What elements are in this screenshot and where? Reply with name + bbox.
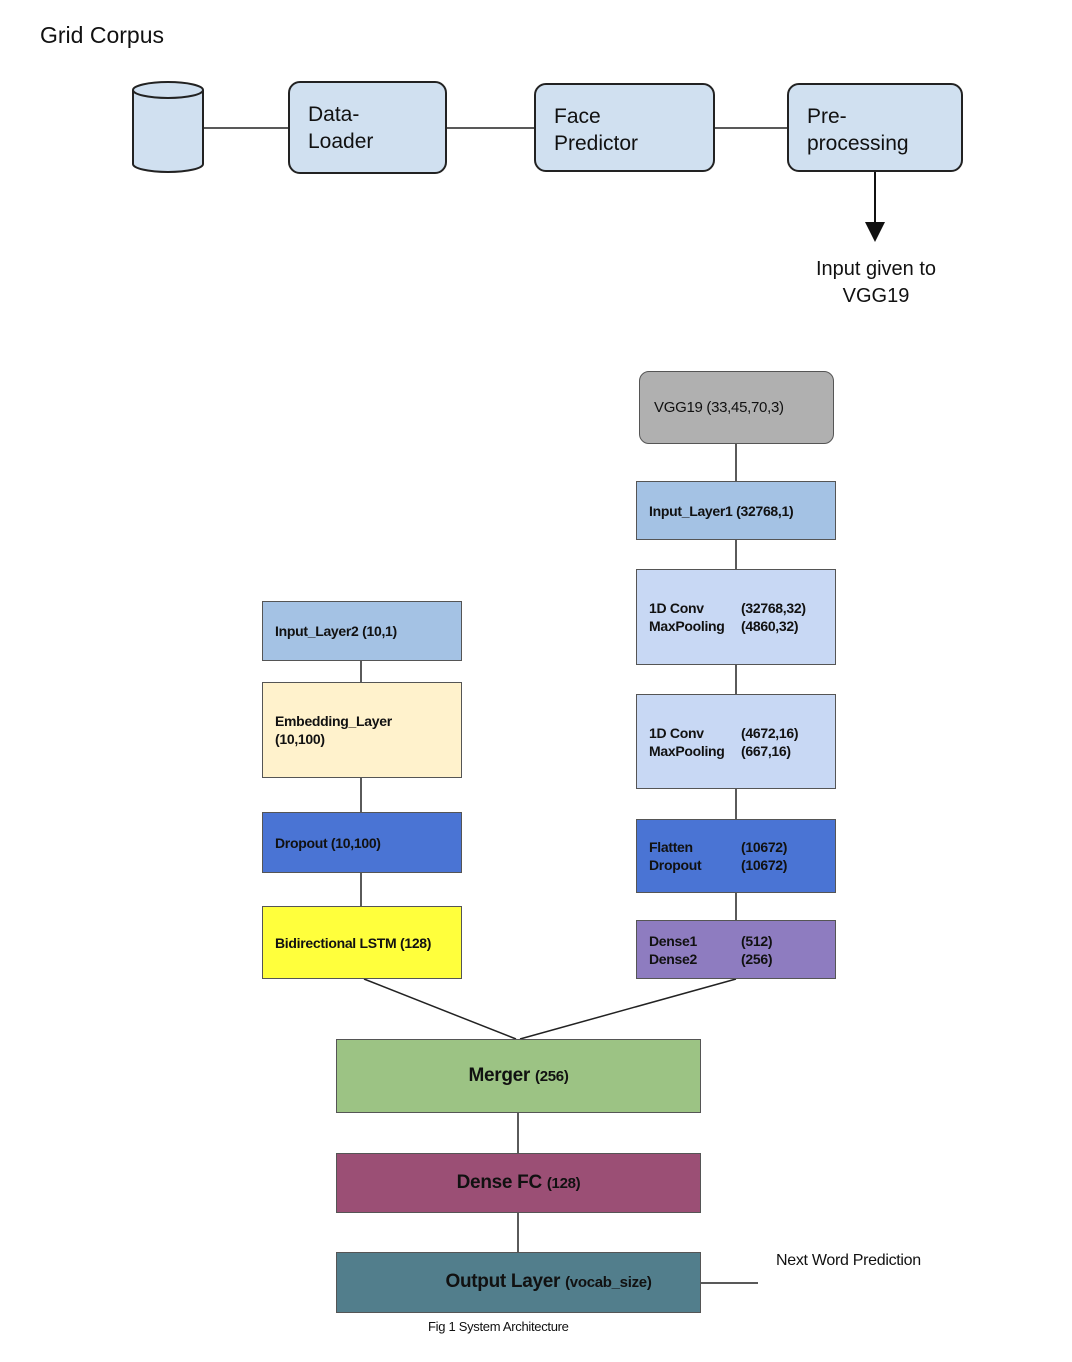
merger-node: Merger (256) — [336, 1039, 701, 1113]
dense-fc-size: (128) — [546, 1174, 581, 1192]
face-predictor-line2: Predictor — [554, 132, 639, 155]
dense2-layer: Dense2 — [649, 950, 698, 967]
merger-label: Merger — [468, 1064, 531, 1086]
dropout-shape: (10672) — [741, 857, 788, 873]
input-layer1-node: Input_Layer1 (32768,1) — [636, 481, 836, 540]
input-layer1-label: Input_Layer1 (32768,1) — [649, 502, 794, 519]
dropout-layer: Dropout — [649, 857, 702, 873]
conv-block1-row1-shape: (32768,32) — [741, 600, 806, 616]
preprocessing-line1: Pre- — [807, 105, 847, 128]
dense-fc-node: Dense FC (128) — [336, 1153, 701, 1213]
vgg19-node: VGG19 (33,45,70,3) — [639, 371, 834, 444]
data-loader-line2: Loader — [308, 130, 374, 153]
dense-fc-label: Dense FC — [456, 1171, 543, 1193]
conv-block1-row2-shape: (4860,32) — [741, 618, 799, 634]
conv-block2-row2: MaxPooling (667,16) — [649, 742, 835, 760]
output-layer-node: Output Layer (vocab_size) — [336, 1252, 701, 1313]
dense1-shape: (512) — [741, 932, 773, 949]
flatten-layer: Flatten — [649, 839, 693, 855]
text-dropout-node: Dropout (10,100) — [262, 812, 462, 873]
lstm-label: Bidirectional LSTM (128) — [275, 934, 432, 951]
next-word-prediction-note: Next Word Prediction — [776, 1252, 921, 1269]
conv-block2-row1-layer: 1D Conv — [649, 724, 704, 741]
database-cylinder-icon — [132, 81, 204, 173]
vgg-input-note-line2: VGG19 — [842, 285, 910, 307]
flatten-shape: (10672) — [741, 839, 788, 855]
lstm-node: Bidirectional LSTM (128) — [262, 906, 462, 979]
edge-lstm-merger — [363, 978, 517, 1040]
dense2-shape: (256) — [741, 950, 773, 967]
conv-block1-row2: MaxPooling (4860,32) — [649, 617, 835, 635]
conv-block2-row1-shape: (4672,16) — [741, 724, 799, 741]
vgg-input-note: Input given to VGG19 — [790, 256, 962, 310]
dense1-layer: Dense1 — [649, 932, 698, 949]
conv-block1-row2-layer: MaxPooling — [649, 618, 725, 634]
data-loader-box: Data- Loader — [288, 81, 447, 174]
input-layer2-node: Input_Layer2 (10,1) — [262, 601, 462, 661]
diagram-title: Grid Corpus — [40, 22, 164, 48]
embedding-node: Embedding_Layer (10,100) — [262, 682, 462, 778]
embedding-label: Embedding_Layer — [275, 713, 392, 729]
conv-block2-row1: 1D Conv (4672,16) — [649, 724, 835, 742]
embedding-shape: (10,100) — [275, 731, 325, 747]
conv-block1-row1: 1D Conv (32768,32) — [649, 599, 835, 617]
preprocessing-box: Pre- processing — [787, 83, 963, 172]
vgg-input-note-line1: Input given to — [815, 258, 937, 280]
preprocessing-line2: processing — [807, 132, 909, 155]
conv-block2-row2-layer: MaxPooling — [649, 742, 725, 759]
data-loader-line1: Data- — [308, 103, 360, 126]
conv-block2-node: 1D Conv (4672,16) MaxPooling (667,16) — [636, 694, 836, 789]
dense1-row: Dense1 (512) — [649, 932, 835, 950]
text-dropout-label: Dropout (10,100) — [275, 834, 381, 851]
merger-size: (256) — [535, 1067, 569, 1085]
dense-node: Dense1 (512) Dense2 (256) — [636, 920, 836, 979]
output-layer-label: Output Layer — [445, 1271, 561, 1292]
input-layer2-label: Input_Layer2 (10,1) — [275, 623, 397, 639]
edge-dense-merger — [519, 978, 737, 1040]
face-predictor-box: Face Predictor — [534, 83, 715, 172]
dropout-row: Dropout (10672) — [649, 856, 835, 874]
output-layer-size: (vocab_size) — [565, 1274, 652, 1291]
flatten-dropout-node: Flatten (10672) Dropout (10672) — [636, 819, 836, 893]
figure-caption: Fig 1 System Architecture — [428, 1319, 569, 1334]
dense2-row: Dense2 (256) — [649, 950, 835, 968]
conv-block2-row2-shape: (667,16) — [741, 742, 791, 759]
face-predictor-line1: Face — [554, 105, 601, 128]
conv-block1-node: 1D Conv (32768,32) MaxPooling (4860,32) — [636, 569, 836, 665]
flatten-row: Flatten (10672) — [649, 838, 835, 856]
conv-block1-row1-layer: 1D Conv — [649, 600, 704, 616]
vgg19-label: VGG19 (33,45,70,3) — [654, 398, 784, 416]
